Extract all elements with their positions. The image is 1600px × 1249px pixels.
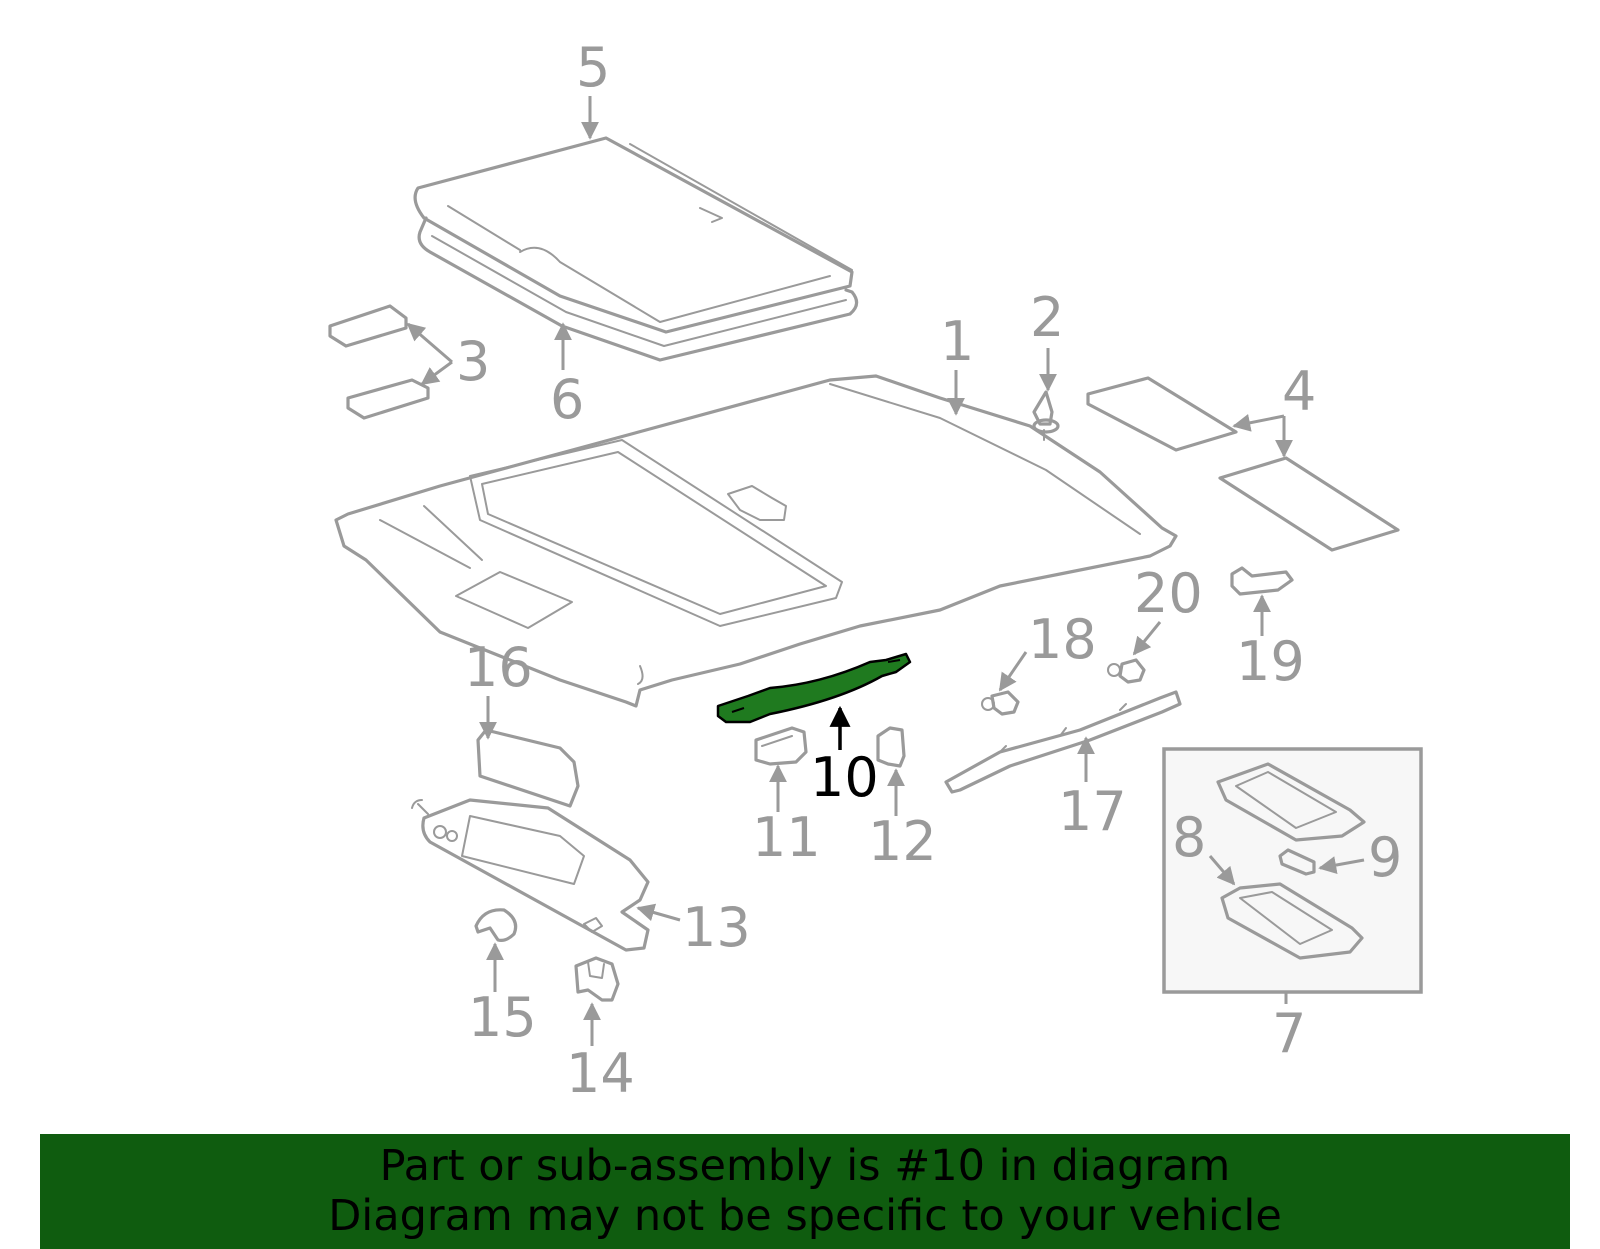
part-18-clip <box>981 690 1020 716</box>
part-5-sunshade <box>413 136 854 334</box>
callout-16: 16 <box>464 636 533 699</box>
callout-15: 15 <box>468 986 537 1049</box>
part-2-clip <box>1032 390 1060 441</box>
part-15-clip <box>474 908 518 942</box>
callout-11: 11 <box>752 806 821 869</box>
leader-lines <box>406 96 1365 1046</box>
callout-7: 7 <box>1272 1002 1306 1065</box>
parts-diagram: 1 2 3 4 5 6 7 8 9 10 11 12 13 14 15 16 1… <box>328 36 1423 1105</box>
part-16-visor-holder <box>476 728 580 808</box>
part-12-cover <box>876 726 906 768</box>
part-4-pads <box>1086 376 1400 552</box>
info-banner: Part or sub-assembly is #10 in diagram D… <box>40 1134 1570 1249</box>
banner-line-2: Diagram may not be specific to your vehi… <box>328 1191 1282 1241</box>
part-10-assist-grip <box>716 652 912 724</box>
part-1-headliner <box>334 374 1178 708</box>
callout-5: 5 <box>576 36 610 99</box>
callout-14: 14 <box>566 1042 635 1105</box>
part-11-cover <box>754 726 808 766</box>
callout-18: 18 <box>1028 608 1097 671</box>
callout-4: 4 <box>1282 360 1316 423</box>
part-19-hook <box>1230 566 1294 596</box>
callout-13: 13 <box>682 896 751 959</box>
callout-19: 19 <box>1236 630 1305 693</box>
part-3-pads <box>328 304 430 420</box>
callout-3: 3 <box>456 330 490 393</box>
callout-17: 17 <box>1058 780 1127 843</box>
callout-1: 1 <box>940 310 974 373</box>
callout-6: 6 <box>550 368 584 431</box>
part-7-dome-lamp-box <box>1162 747 1423 994</box>
banner-line-1: Part or sub-assembly is #10 in diagram <box>379 1141 1231 1191</box>
part-20-clip <box>1107 658 1146 684</box>
callout-labels: 1 2 3 4 5 6 7 8 9 10 11 12 13 14 15 16 1… <box>456 36 1402 1105</box>
part-14-bracket <box>574 956 620 1002</box>
callout-12: 12 <box>868 810 937 873</box>
callout-8: 8 <box>1172 806 1206 869</box>
callout-2: 2 <box>1030 286 1064 349</box>
callout-9: 9 <box>1368 826 1402 889</box>
callout-20: 20 <box>1134 562 1203 625</box>
part-13-sun-visor <box>411 798 650 952</box>
part-6-sunroof-frame <box>417 216 859 362</box>
callout-10: 10 <box>810 746 879 809</box>
part-17-garnish <box>944 690 1182 794</box>
